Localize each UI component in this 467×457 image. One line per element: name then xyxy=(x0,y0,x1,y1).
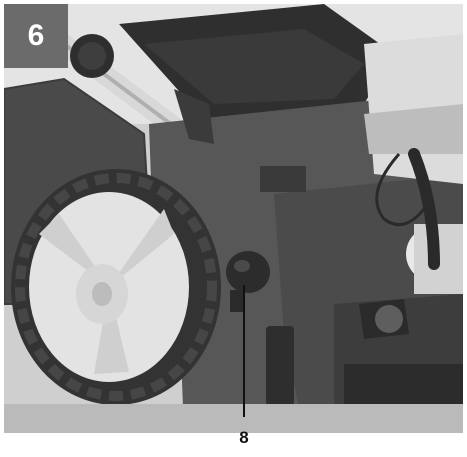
callout-8-label: 8 xyxy=(239,428,249,447)
step-number-badge: 6 xyxy=(4,4,68,68)
lawn-mower-photo xyxy=(4,4,463,433)
callout-8-leader-line xyxy=(243,285,245,417)
